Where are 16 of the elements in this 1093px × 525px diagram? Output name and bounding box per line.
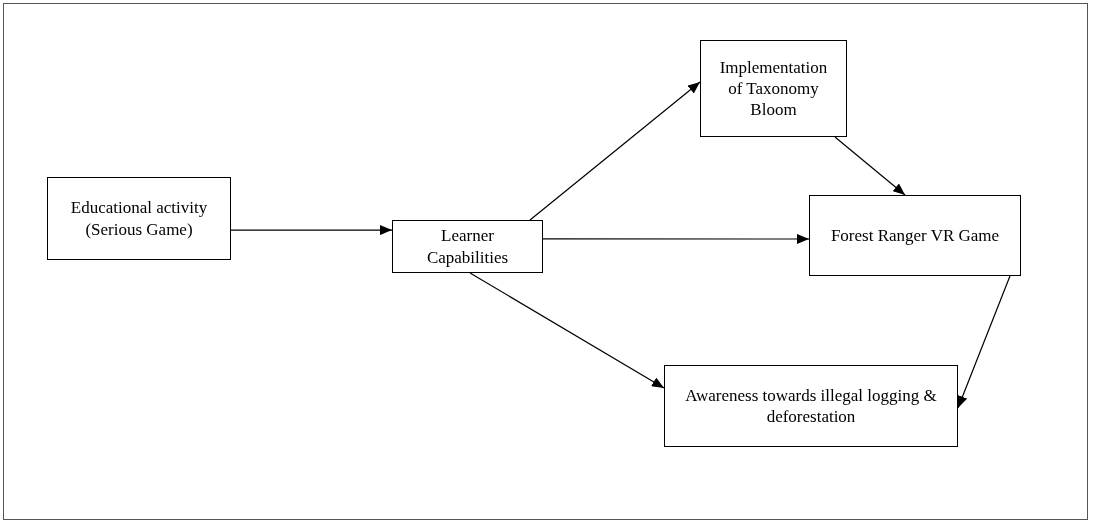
box-label: Implementation of Taxonomy Bloom [718, 56, 829, 121]
arrow [469, 272, 665, 389]
process-box [392, 220, 543, 273]
process-box [664, 365, 958, 447]
arrow [230, 225, 393, 236]
box-label: Awareness towards illegal logging & deforestation [684, 384, 938, 428]
arrow [957, 275, 1011, 409]
arrow [529, 81, 701, 221]
process-box [809, 195, 1021, 276]
process-box [700, 40, 847, 137]
arrow [542, 234, 810, 244]
box-label: Educational activity (Serious Game) [69, 197, 209, 240]
process-box [47, 177, 231, 260]
arrow [834, 136, 906, 196]
box-label: Forest Ranger VR Game [830, 224, 1000, 247]
box-label: Learner Capabilities [425, 225, 510, 268]
